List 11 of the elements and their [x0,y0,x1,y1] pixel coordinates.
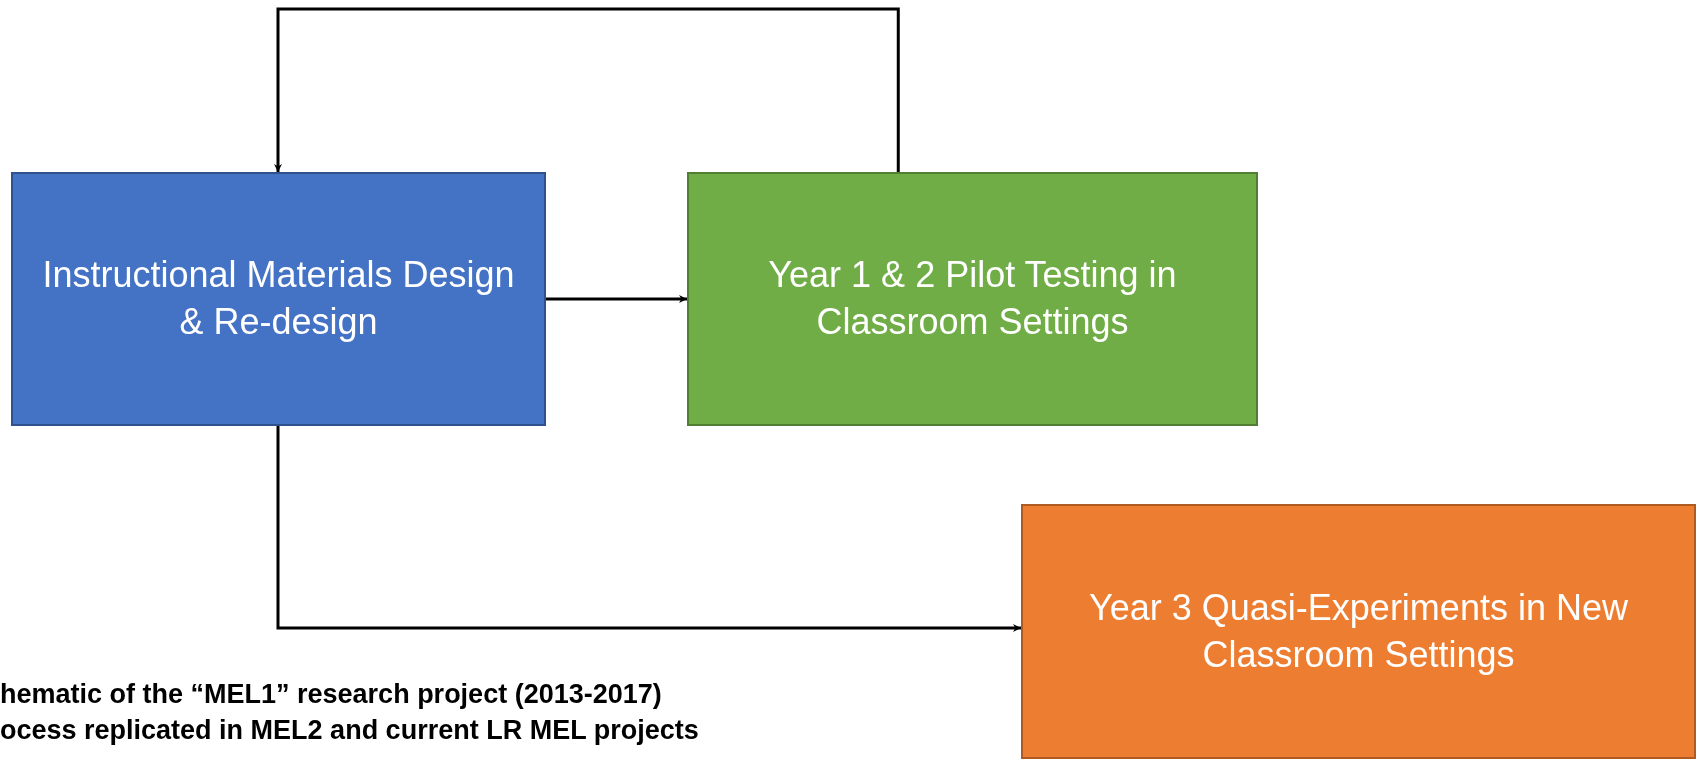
arrow [276,426,1021,632]
caption-text: hematic of the “MEL1” research project (2013-2017) [0,678,663,711]
box-label: Instructional Materials Design & Re-design [41,253,516,344]
arrow [546,295,687,303]
box-label: Year 1 & 2 Pilot Testing in Classroom Settings [767,253,1178,344]
process-box [687,172,1258,426]
box-label: Year 3 Quasi-Experiments in New Classroom Settings [1088,585,1629,677]
process-box [11,172,546,426]
process-box [1021,504,1696,759]
arrow [274,7,900,172]
caption-text: ocess replicated in MEL2 and current LR MEL projects [0,714,699,747]
